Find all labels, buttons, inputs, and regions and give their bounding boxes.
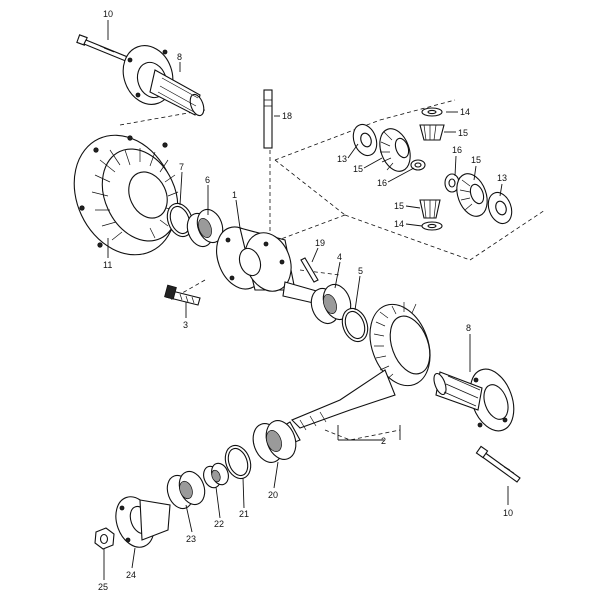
label-4: 4 <box>337 252 342 262</box>
label-7: 7 <box>179 162 184 172</box>
part-7-ring <box>166 202 194 238</box>
part-14-washer-top <box>421 107 443 117</box>
label-14-top: 14 <box>460 107 470 117</box>
label-25: 25 <box>98 582 108 592</box>
label-15-upper: 15 <box>353 164 363 174</box>
label-22: 22 <box>214 519 224 529</box>
part-13-washer-upper <box>352 123 378 157</box>
part-3-bolt <box>164 284 201 306</box>
label-8-lower: 8 <box>466 323 471 333</box>
label-20: 20 <box>268 490 278 500</box>
part-5-ring <box>341 307 369 343</box>
part-11-cover <box>73 134 179 256</box>
part-15-pinion-lower <box>419 199 441 219</box>
label-15-top: 15 <box>458 128 468 138</box>
label-19: 19 <box>315 238 325 248</box>
label-1: 1 <box>232 190 237 200</box>
part-8-flange-top <box>122 45 205 117</box>
label-10-lower: 10 <box>503 508 513 518</box>
label-13-right: 13 <box>497 173 507 183</box>
leader-lines <box>103 62 509 580</box>
part-15-pinion-top <box>419 124 445 141</box>
part-labels: 10 8 18 1 6 7 11 19 4 5 3 13 15 16 14 15… <box>98 9 513 592</box>
part-16-washer-right <box>444 173 460 193</box>
part-14-washer-lower <box>421 221 443 231</box>
part-16-washer-upper <box>410 159 426 171</box>
label-8-top: 8 <box>177 52 182 62</box>
label-6: 6 <box>205 175 210 185</box>
label-23: 23 <box>186 534 196 544</box>
label-16-right: 16 <box>452 145 462 155</box>
label-2: 2 <box>381 436 386 446</box>
label-18: 18 <box>282 111 292 121</box>
label-13-upper: 13 <box>337 154 347 164</box>
label-14-lower: 14 <box>394 219 404 229</box>
part-22-bushing <box>203 462 229 489</box>
part-24-flange <box>115 496 171 548</box>
label-3: 3 <box>183 320 188 330</box>
part-18-pin <box>263 89 273 149</box>
part-20-bearing <box>252 420 297 463</box>
part-15-gear-right <box>456 173 488 217</box>
part-6-bearing <box>186 208 224 248</box>
part-1-housing <box>216 226 321 305</box>
label-5: 5 <box>358 266 363 276</box>
part-15-gear-upper <box>379 128 411 172</box>
part-23-bearing <box>166 470 206 510</box>
label-10-top: 10 <box>103 9 113 19</box>
part-21-ring <box>224 444 252 480</box>
label-16-upper: 16 <box>377 178 387 188</box>
label-15-right: 15 <box>471 155 481 165</box>
part-2-ring-gear-pinion <box>284 302 431 443</box>
part-19-pin <box>300 257 319 283</box>
part-10-bolt-lower <box>475 445 521 483</box>
label-21: 21 <box>239 509 249 519</box>
label-24: 24 <box>126 570 136 580</box>
part-4-bearing <box>310 283 352 325</box>
part-25-nut <box>94 527 115 550</box>
label-11: 11 <box>103 260 112 270</box>
part-13-washer-right <box>487 191 513 225</box>
part-8-flange-lower <box>433 368 515 432</box>
label-15-lower: 15 <box>394 201 404 211</box>
